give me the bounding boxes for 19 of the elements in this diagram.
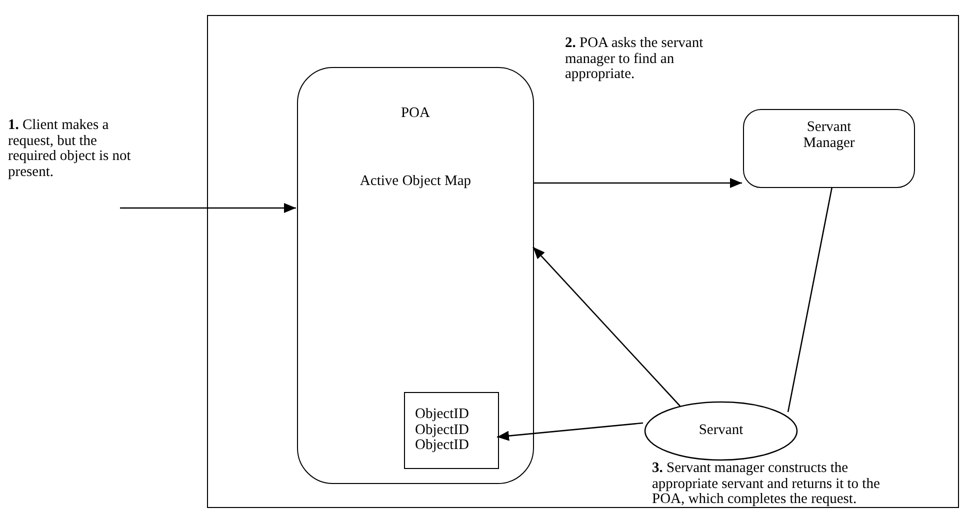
node-label: POA (400, 106, 430, 122)
node-label: ObjectID (415, 422, 469, 438)
poa-box (297, 67, 534, 484)
note-text: 1. Client makes a request, but the required object is not present. (8, 118, 132, 180)
manager-box (743, 109, 915, 188)
node-label: Servant (698, 423, 744, 439)
arrow (496, 422, 644, 441)
object-table (404, 392, 499, 469)
node-label: Active Object Map (360, 174, 472, 189)
arrow (533, 178, 742, 188)
arrow (532, 246, 680, 406)
annotation-text: 3. Servant manager constructs the appropriate servant and returns it to the POA, which completes the request. (652, 461, 881, 508)
annotation-text: 2. POA asks the servant manager to find an appropriate. (565, 36, 704, 82)
node-label: Servant Manager (802, 120, 856, 151)
system-boundary (207, 15, 959, 508)
servant-ellipse (644, 401, 798, 461)
node-label: ObjectID (415, 407, 469, 423)
node-label: ObjectID (415, 438, 469, 454)
arrow (120, 203, 296, 213)
